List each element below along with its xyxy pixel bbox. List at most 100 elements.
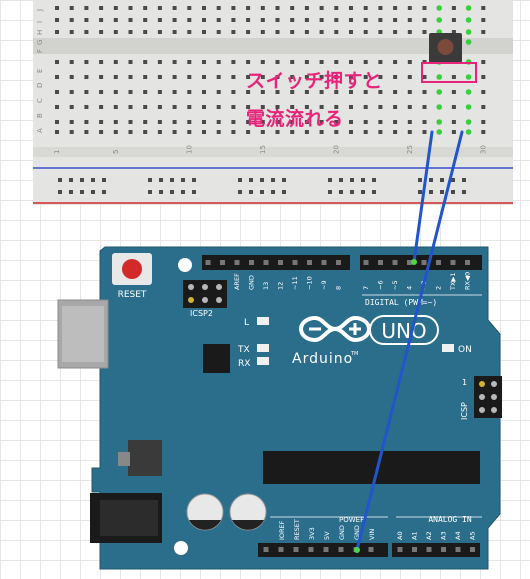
breadboard-hole [378, 90, 383, 94]
breadboard-hole [231, 105, 236, 109]
breadboard-hole [363, 18, 368, 22]
breadboard-hole [69, 75, 74, 79]
breadboard-hole [378, 120, 383, 124]
breadboard-hole [349, 60, 353, 64]
breadboard-hole [202, 75, 206, 79]
breadboard-hole [378, 105, 383, 109]
breadboard-hole [216, 75, 221, 79]
rail-hole [372, 178, 376, 182]
rail-hole [238, 178, 242, 182]
breadboard-hole [422, 120, 427, 124]
breadboard-hole [407, 60, 412, 64]
pin-hole [455, 547, 461, 552]
breadboard-hole [275, 18, 280, 22]
breadboard-hole [202, 6, 206, 10]
power-pin-label: GND [353, 525, 361, 540]
connected-hole [436, 74, 443, 80]
breadboard-hole [216, 30, 221, 34]
rail-hole [260, 190, 264, 194]
wire-5v-to-breadboard[interactable] [355, 130, 464, 552]
breadboard-hole [407, 90, 412, 94]
rail-hole [328, 178, 332, 182]
led-on [442, 344, 454, 352]
led-l [257, 317, 269, 325]
breadboard-hole [143, 60, 148, 64]
rail-hole [91, 190, 95, 194]
breadboard-hole [172, 75, 177, 79]
breadboard-hole [202, 105, 206, 109]
digital-pin-label: 12 [277, 282, 285, 290]
breadboard-hole [99, 30, 104, 34]
wire-pin4-to-breadboard[interactable] [412, 130, 434, 264]
reset-button[interactable] [112, 253, 152, 285]
digital-pin-label: 2 [435, 286, 443, 290]
pin-hole [338, 547, 344, 552]
breadboard-hole [55, 105, 59, 109]
power-pin-label: GND [338, 525, 346, 540]
pin [216, 297, 222, 303]
breadboard-hole [187, 120, 192, 124]
breadboard-hole [260, 105, 265, 109]
pin-hole [465, 260, 470, 265]
digital-label: DIGITAL (PWM=~) [365, 298, 437, 307]
breadboard-hole [451, 130, 456, 134]
rail-hole [339, 178, 343, 182]
breadboard-hole [334, 90, 339, 94]
breadboard-hole [304, 75, 309, 79]
breadboard-hole [99, 90, 104, 94]
breadboard-hole [407, 130, 412, 134]
model-name: UNO [381, 319, 426, 343]
breadboard-hole [334, 75, 339, 79]
breadboard-hole [260, 130, 265, 134]
connected-hole [465, 89, 472, 95]
row-letter: G [36, 40, 44, 45]
breadboard-hole [319, 120, 324, 124]
infinity-icon [299, 315, 371, 343]
digital-pin-label: AREF [233, 273, 241, 290]
trademark: TM [350, 351, 358, 357]
breadboard-hole [99, 120, 104, 124]
analog-pin-label: A2 [425, 531, 433, 540]
breadboard-hole [246, 60, 251, 64]
breadboard-hole [290, 75, 295, 79]
push-button-switch[interactable] [429, 33, 462, 63]
connected-hole [436, 5, 443, 11]
connected-holes [436, 5, 472, 135]
rail-hole [462, 190, 466, 194]
connected-hole [436, 129, 443, 135]
led-rx-label: RX [238, 359, 250, 369]
breadboard-hole [407, 6, 412, 10]
breadboard-hole [334, 6, 339, 10]
icsp2-label: ICSP2 [190, 309, 213, 318]
breadboard-hole [363, 6, 368, 10]
pin-hole [308, 547, 314, 552]
breadboard-hole [334, 120, 339, 124]
breadboard-hole [246, 90, 251, 94]
breadboard-hole [113, 30, 118, 34]
led-rx [257, 357, 269, 365]
breadboard-hole [275, 90, 280, 94]
breadboard-hole [246, 120, 251, 124]
breadboard-hole [407, 30, 412, 34]
digital-pin-label: ~6 [377, 280, 385, 290]
led-on-label: ON [458, 345, 472, 355]
breadboard-hole [231, 120, 236, 124]
power-pin-label: IOREF [278, 520, 286, 540]
column-number: 10 [185, 145, 193, 154]
breadboard-hole [349, 105, 353, 109]
breadboard-hole [349, 75, 353, 79]
breadboard-hole [187, 105, 192, 109]
rail-hole [372, 190, 376, 194]
breadboard-hole [99, 6, 104, 10]
mounting-hole [174, 541, 188, 555]
breadboard-hole [202, 18, 206, 22]
pin-hole [470, 547, 475, 552]
breadboard-hole [128, 90, 133, 94]
rail-hole [69, 178, 73, 182]
connected-hole [436, 17, 443, 23]
led-tx [257, 344, 269, 352]
breadboard-hole [69, 105, 74, 109]
connected-hole [465, 39, 472, 45]
column-number: 30 [479, 145, 487, 154]
